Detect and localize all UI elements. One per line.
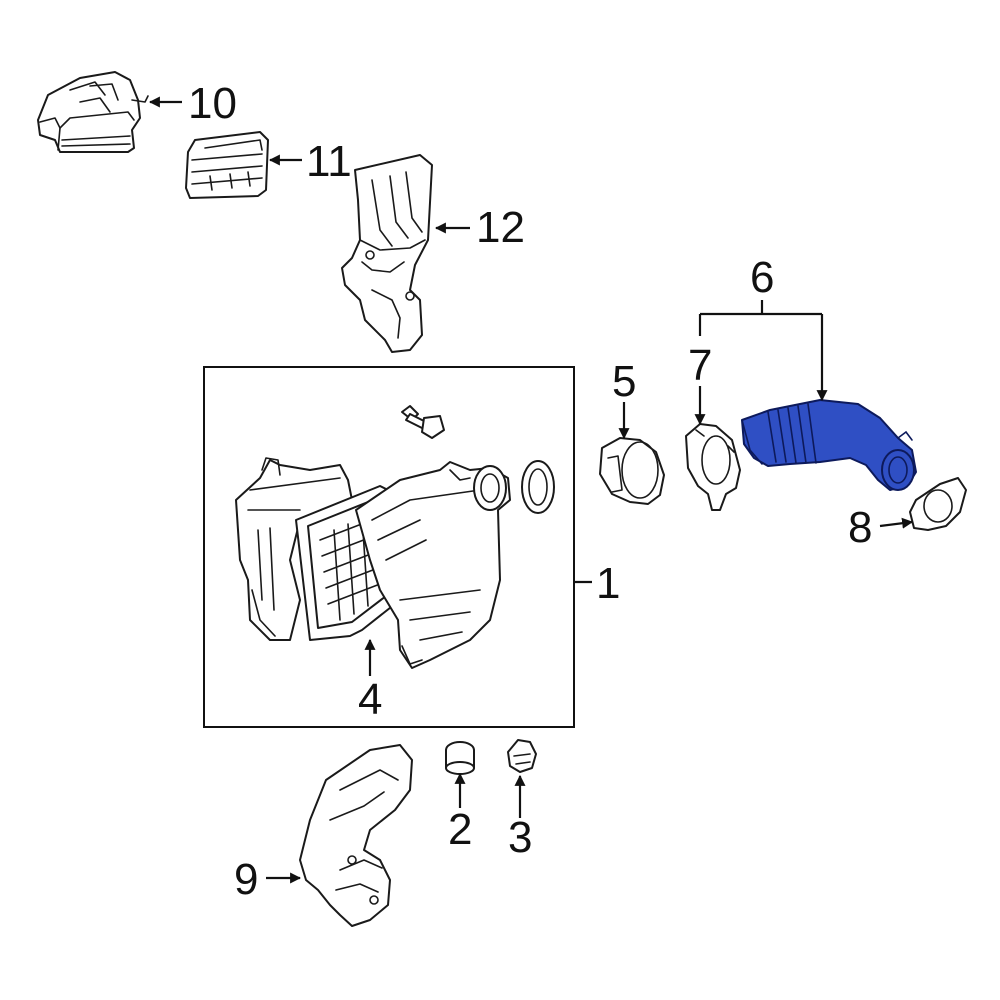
callout-6: 6 [750,253,774,302]
callout-1: 1 [596,559,620,608]
callout-12: 12 [476,203,525,252]
part-6-air-hose-highlighted[interactable] [741,399,917,491]
part-7-clamp-plate[interactable] [685,423,741,511]
part-1-assembly-frame [203,366,575,728]
leader-lines [148,96,914,884]
callout-7: 7 [688,341,712,390]
part-5-connector[interactable] [599,437,665,505]
part-8-gasket[interactable] [909,477,967,531]
part-12-resonator-duct[interactable] [341,154,433,353]
part-11-grille[interactable] [185,131,269,199]
callout-8: 8 [848,503,872,552]
upper-housing[interactable] [355,461,511,669]
callout-4: 4 [358,675,382,724]
part-10-intake-duct[interactable] [37,71,149,153]
callout-3: 3 [508,813,532,862]
bolt-small[interactable] [401,405,445,439]
part-9-lower-duct[interactable] [299,744,413,927]
seal-ring[interactable] [521,460,555,514]
callout-11: 11 [306,137,352,186]
part-2-grommet[interactable] [445,741,475,775]
callout-5: 5 [612,357,636,406]
part-3-mount[interactable] [507,739,537,773]
callout-9: 9 [234,855,258,904]
callout-2: 2 [448,805,472,854]
callout-10: 10 [188,79,237,128]
